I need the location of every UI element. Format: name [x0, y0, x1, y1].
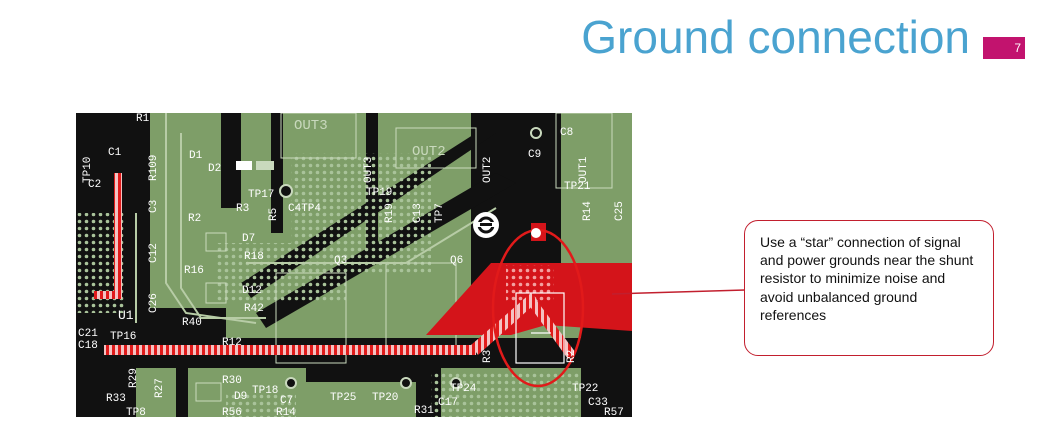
label-d9: D9 — [234, 391, 247, 403]
label-q3: Q3 — [334, 255, 347, 267]
label-tp7: TP7 — [434, 203, 446, 223]
label-c1: C1 — [108, 147, 122, 159]
label-r29: R29 — [128, 368, 140, 388]
label-tp24: TP24 — [450, 383, 477, 395]
label-c8: C8 — [560, 127, 573, 139]
label-c3: C3 — [148, 200, 160, 213]
label-d1: D1 — [189, 150, 203, 162]
label-r31: R31 — [414, 405, 434, 417]
label-out2: OUT2 — [412, 144, 446, 160]
label-tp10: TP10 — [82, 157, 94, 183]
label-q6: Q6 — [450, 255, 463, 267]
label-c26: C26 — [148, 293, 160, 313]
label-r3: R3 — [236, 203, 249, 215]
label-out2-vertical: OUT2 — [482, 157, 494, 183]
label-c25: C25 — [614, 201, 626, 221]
label-r3-vertical: R3 — [482, 350, 494, 363]
label-r18: R18 — [244, 251, 264, 263]
label-r40: R40 — [182, 317, 202, 329]
pcb-silkscreen-labels: OUT3 OUT2 OUT1 OUT3 OUT2 R1 D1 D2 TP10 C… — [78, 113, 626, 417]
label-d2: D2 — [208, 163, 221, 175]
label-r19: R19 — [384, 203, 396, 223]
label-c9: C9 — [528, 149, 541, 161]
label-c33: C33 — [588, 397, 608, 409]
label-out3-vertical: OUT3 — [363, 157, 375, 183]
label-tp25: TP25 — [330, 392, 356, 404]
label-c4tp4: C4TP4 — [288, 203, 321, 215]
label-r5: R5 — [268, 208, 280, 221]
shunt-resistor-outline — [515, 292, 565, 364]
label-r1: R1 — [136, 113, 150, 125]
label-u1: U1 — [118, 308, 134, 323]
label-tp8: TP8 — [126, 407, 146, 417]
label-r16: R16 — [184, 265, 204, 277]
page-number-badge: 7 — [983, 37, 1025, 59]
label-c21: C21 — [78, 328, 98, 340]
label-r2: R2 — [188, 213, 201, 225]
label-tp19: TP19 — [366, 187, 392, 199]
label-tp20: TP20 — [372, 392, 398, 404]
label-r30: R30 — [222, 375, 242, 387]
label-d12: D12 — [242, 285, 262, 297]
pcb-traces — [135, 113, 497, 324]
label-r57: R57 — [604, 407, 624, 417]
label-tp22: TP22 — [572, 383, 598, 395]
label-r2-vertical: R2 — [566, 350, 578, 363]
label-r109: R109 — [148, 155, 160, 181]
label-out1: OUT1 — [578, 156, 590, 183]
label-r12: R12 — [222, 337, 242, 349]
label-tp17: TP17 — [248, 189, 274, 201]
label-r14-bottom: R14 — [276, 407, 296, 417]
label-r14: R14 — [582, 201, 594, 221]
label-out3: OUT3 — [294, 118, 328, 134]
label-d7: D7 — [242, 233, 255, 245]
label-c17: C17 — [438, 397, 458, 409]
pcb-svg: OUT3 OUT2 OUT1 OUT3 OUT2 R1 D1 D2 TP10 C… — [76, 113, 632, 417]
label-tp16: TP16 — [110, 331, 136, 343]
label-c12: C12 — [148, 243, 160, 263]
label-tp21: TP21 — [564, 181, 591, 193]
label-c2: C2 — [88, 179, 101, 191]
signal-ground-trace — [104, 345, 476, 355]
pcb-layout-image: OUT3 OUT2 OUT1 OUT3 OUT2 R1 D1 D2 TP10 C… — [76, 113, 632, 417]
star-connection-callout: Use a “star” connection of signal and po… — [744, 220, 994, 356]
label-r33: R33 — [106, 393, 126, 405]
slide-title: Ground connection — [581, 11, 970, 63]
label-c7: C7 — [280, 395, 293, 407]
label-r42: R42 — [244, 303, 264, 315]
ground-symbol-icon — [473, 212, 499, 238]
label-c13: C13 — [412, 203, 424, 223]
label-tp18: TP18 — [252, 385, 278, 397]
label-c18: C18 — [78, 340, 98, 352]
pcb-vias — [279, 127, 542, 389]
label-r56: R56 — [222, 407, 242, 417]
label-r27: R27 — [154, 378, 166, 398]
